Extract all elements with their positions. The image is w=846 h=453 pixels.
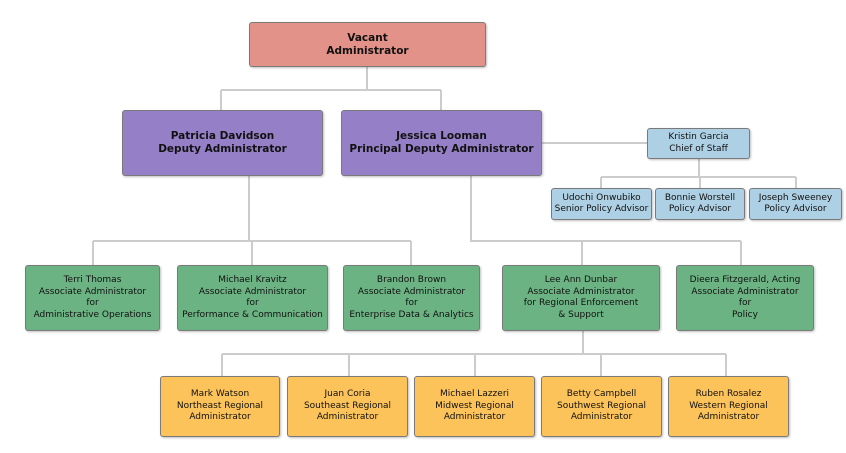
node-regional[interactable]: Michael Lazzeri Midwest Regional Adminis… [414,376,535,437]
connector-dunbar-regionals [221,331,727,376]
node-regional[interactable]: Juan Coria Southeast Regional Administra… [287,376,408,437]
node-line: for [246,298,259,308]
node-title: Deputy Administrator [158,143,287,155]
node-title: Senior Policy Advisor [554,204,649,214]
node-associate[interactable]: Lee Ann Dunbar Associate Administrator f… [502,265,660,331]
connector-looman-associates [470,176,742,265]
node-line: Ruben Rosalez [695,389,762,400]
node-name: Patricia Davidson [170,130,275,142]
node-line: for Regional Enforcement [523,298,639,308]
node-line: & Support [558,309,604,320]
node-line: Enterprise Data & Analytics [349,309,474,320]
connector-chief-advisors [600,159,797,188]
node-title: Principal Deputy Administrator [349,143,534,155]
node-title: Chief of Staff [669,143,728,154]
node-name: Kristin Garcia [668,132,729,142]
node-line: Brandon Brown [376,275,447,285]
node-advisor[interactable]: Joseph Sweeney Policy Advisor [749,188,842,220]
node-line: for [405,298,418,308]
node-line: Administrator [570,412,633,423]
node-chief-of-staff[interactable]: Kristin Garcia Chief of Staff [647,128,750,159]
node-line: Lee Ann Dunbar [544,275,618,285]
connector-admin-deputies [220,67,442,110]
node-line: Mark Watson [190,389,250,400]
node-line: Michael Kravitz [218,275,287,285]
node-line: Administrator [189,412,251,423]
node-associate[interactable]: Dieera Fitzgerald, Acting Associate Admi… [676,265,814,331]
node-line: Northeast Regional [176,400,264,411]
node-name: Vacant [347,31,388,44]
node-line: for [86,298,99,308]
node-associate[interactable]: Terri Thomas Associate Administrator for… [25,265,160,331]
node-advisor[interactable]: Bonnie Worstell Policy Advisor [655,188,745,220]
connector-davidson-associates [92,176,412,265]
node-line: Midwest Regional [435,400,514,411]
node-line: Betty Campbell [566,389,637,400]
node-name: Joseph Sweeney [758,192,833,203]
node-line: Administrator [443,412,506,423]
node-line: Associate Administrator [527,286,635,297]
node-line: Southeast Regional [303,400,392,411]
node-line: Associate Administrator [691,286,799,297]
node-line: Associate Administrator [198,286,307,297]
node-regional[interactable]: Ruben Rosalez Western Regional Administr… [668,376,789,437]
node-line: Terri Thomas [63,275,122,285]
node-line: Administrative Operations [33,309,152,320]
node-deputy-davidson[interactable]: Patricia Davidson Deputy Administrator [122,110,323,176]
node-title: Policy Advisor [668,204,732,214]
node-line: Policy [732,309,758,320]
node-line: Performance & Communication [182,309,323,320]
node-advisor[interactable]: Udochi Onwubiko Senior Policy Advisor [551,188,652,220]
node-title: Administrator [326,44,409,57]
node-line: for [738,298,752,308]
node-associate[interactable]: Brandon Brown Associate Administrator fo… [343,265,480,331]
node-line: Associate Administrator [357,286,466,297]
node-name: Bonnie Worstell [664,192,736,203]
node-name: Jessica Looman [396,130,487,142]
node-deputy-looman[interactable]: Jessica Looman Principal Deputy Administ… [341,110,542,176]
node-line: Associate Administrator [38,286,147,297]
node-line: Western Regional [689,400,768,411]
node-regional[interactable]: Mark Watson Northeast Regional Administr… [160,376,280,437]
node-line: Michael Lazzeri [439,389,510,400]
node-associate[interactable]: Michael Kravitz Associate Administrator … [177,265,328,331]
node-line: Juan Coria [324,389,371,400]
node-regional[interactable]: Betty Campbell Southwest Regional Admini… [541,376,662,437]
node-line: Southwest Regional [557,400,646,411]
node-name: Udochi Onwubiko [562,192,641,203]
node-administrator[interactable]: Vacant Administrator [249,22,486,67]
node-line: Administrator [697,412,760,423]
node-line: Dieera Fitzgerald, Acting [689,275,801,285]
node-line: Administrator [316,412,379,423]
node-title: Policy Advisor [764,204,827,214]
